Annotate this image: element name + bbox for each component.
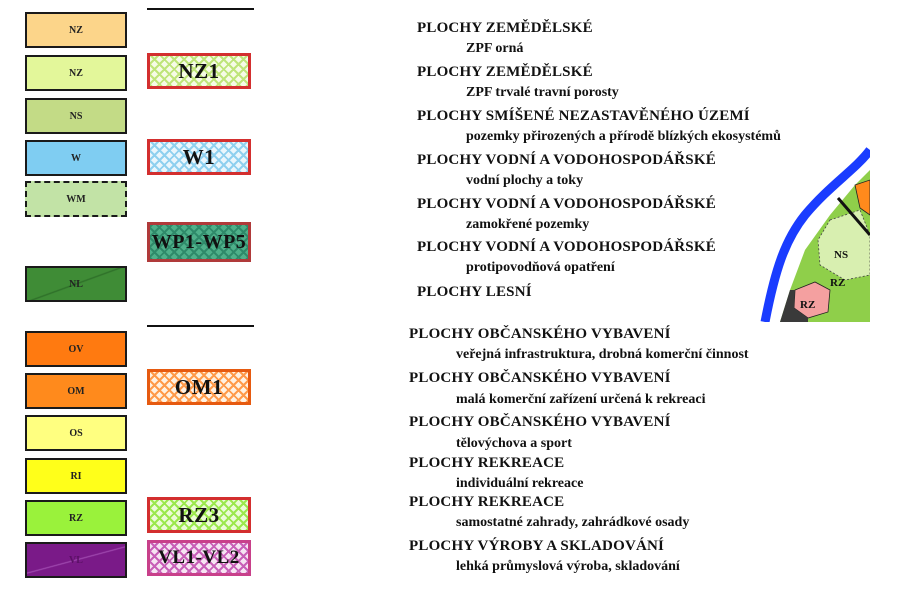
legend-sub: pozemky přirozených a přírodě blízkých e… bbox=[466, 129, 781, 144]
legend-sub: individuální rekreace bbox=[456, 476, 584, 491]
hatch-rz3: RZ3 bbox=[147, 497, 251, 533]
swatch-w: W bbox=[25, 140, 127, 176]
divider-line-bottom bbox=[147, 325, 254, 327]
legend-title: PLOCHY VODNÍ A VODOHOSPODÁŘSKÉ bbox=[417, 239, 716, 255]
swatch-os: OS bbox=[25, 415, 127, 451]
map-area-dark bbox=[780, 290, 808, 322]
swatch-code: NS bbox=[69, 110, 83, 122]
hatch-nz1: NZ1 bbox=[147, 53, 251, 89]
hatch-code: OM1 bbox=[174, 374, 224, 399]
legend-sub: tělovýchova a sport bbox=[456, 436, 572, 451]
swatch-ns: NS bbox=[25, 98, 127, 134]
map-label: NS bbox=[834, 249, 848, 261]
swatch-ov: OV bbox=[25, 331, 127, 367]
legend-title: PLOCHY OBČANSKÉHO VYBAVENÍ bbox=[409, 326, 671, 342]
legend-title: PLOCHY VÝROBY A SKLADOVÁNÍ bbox=[409, 538, 665, 554]
swatch-code: VL bbox=[69, 554, 83, 566]
legend-sub: ZPF orná bbox=[466, 41, 524, 56]
hatch-w1: W1 bbox=[147, 139, 251, 175]
legend-title: PLOCHY ZEMĚDĚLSKÉ bbox=[417, 64, 593, 80]
legend-title: PLOCHY OBČANSKÉHO VYBAVENÍ bbox=[409, 370, 671, 386]
swatch-nz-travni: NZ bbox=[25, 55, 127, 91]
map-area-ns bbox=[817, 209, 870, 281]
swatch-ri: RI bbox=[25, 458, 127, 494]
legend-title: PLOCHY ZEMĚDĚLSKÉ bbox=[417, 20, 593, 36]
hatch-code: W1 bbox=[182, 144, 216, 169]
legend-title: PLOCHY LESNÍ bbox=[417, 284, 532, 300]
hatch-om1: OM1 bbox=[147, 369, 251, 405]
swatch-code: W bbox=[71, 152, 81, 164]
swatch-code: WM bbox=[66, 193, 86, 205]
hatch-code: RZ3 bbox=[178, 502, 220, 527]
swatch-code: OS bbox=[69, 427, 83, 439]
legend-sub: zamokřené pozemky bbox=[466, 217, 590, 232]
legend-sub: veřejná infrastruktura, drobná komerční … bbox=[456, 347, 749, 362]
legend-sub: vodní plochy a toky bbox=[466, 173, 584, 188]
legend-sub: lehká průmyslová výroba, skladování bbox=[456, 559, 680, 574]
map-area-orange bbox=[854, 179, 870, 216]
legend-sub: samostatné zahrady, zahrádkové osady bbox=[456, 515, 690, 530]
map-label: RZ bbox=[800, 299, 815, 311]
legend-sub: malá komerční zařízení určená k rekreaci bbox=[456, 392, 706, 407]
divider-line-top bbox=[147, 8, 254, 10]
legend-title: PLOCHY REKREACE bbox=[409, 455, 565, 471]
map-river bbox=[760, 147, 870, 322]
swatch-nl: NL bbox=[25, 266, 127, 302]
swatch-code: NL bbox=[69, 278, 83, 290]
swatch-code: RI bbox=[70, 470, 82, 482]
swatch-nz-orna: NZ bbox=[25, 12, 127, 48]
map-label: RZ bbox=[830, 277, 845, 289]
hatch-code: NZ1 bbox=[178, 58, 220, 83]
swatch-rz: RZ bbox=[25, 500, 127, 536]
legend-title: PLOCHY OBČANSKÉHO VYBAVENÍ bbox=[409, 414, 671, 430]
swatch-om: OM bbox=[25, 373, 127, 409]
swatch-code: OV bbox=[68, 343, 84, 355]
legend-title: PLOCHY VODNÍ A VODOHOSPODÁŘSKÉ bbox=[417, 152, 716, 168]
map-snippet: NS RZ RZ bbox=[760, 140, 870, 322]
swatch-code: OM bbox=[67, 385, 85, 397]
legend-sub: ZPF trvalé travní porosty bbox=[466, 85, 619, 100]
hatch-vl1-vl2: VL1-VL2 bbox=[147, 540, 251, 576]
swatch-code: NZ bbox=[69, 24, 83, 36]
swatch-code: NZ bbox=[69, 67, 83, 79]
legend-sub: protipovodňová opatření bbox=[466, 260, 615, 275]
legend-title: PLOCHY REKREACE bbox=[409, 494, 565, 510]
legend-title: PLOCHY SMÍŠENÉ NEZASTAVĚNÉHO ÚZEMÍ bbox=[417, 108, 750, 124]
hatch-code: WP1-WP5 bbox=[151, 230, 247, 253]
swatch-wm: WM bbox=[25, 181, 127, 217]
swatch-vl: VL bbox=[25, 542, 127, 578]
hatch-wp1-wp5: WP1-WP5 bbox=[147, 222, 251, 262]
swatch-code: RZ bbox=[69, 512, 83, 524]
legend-title: PLOCHY VODNÍ A VODOHOSPODÁŘSKÉ bbox=[417, 196, 716, 212]
hatch-code: VL1-VL2 bbox=[158, 547, 240, 568]
map-boundary bbox=[836, 197, 870, 236]
